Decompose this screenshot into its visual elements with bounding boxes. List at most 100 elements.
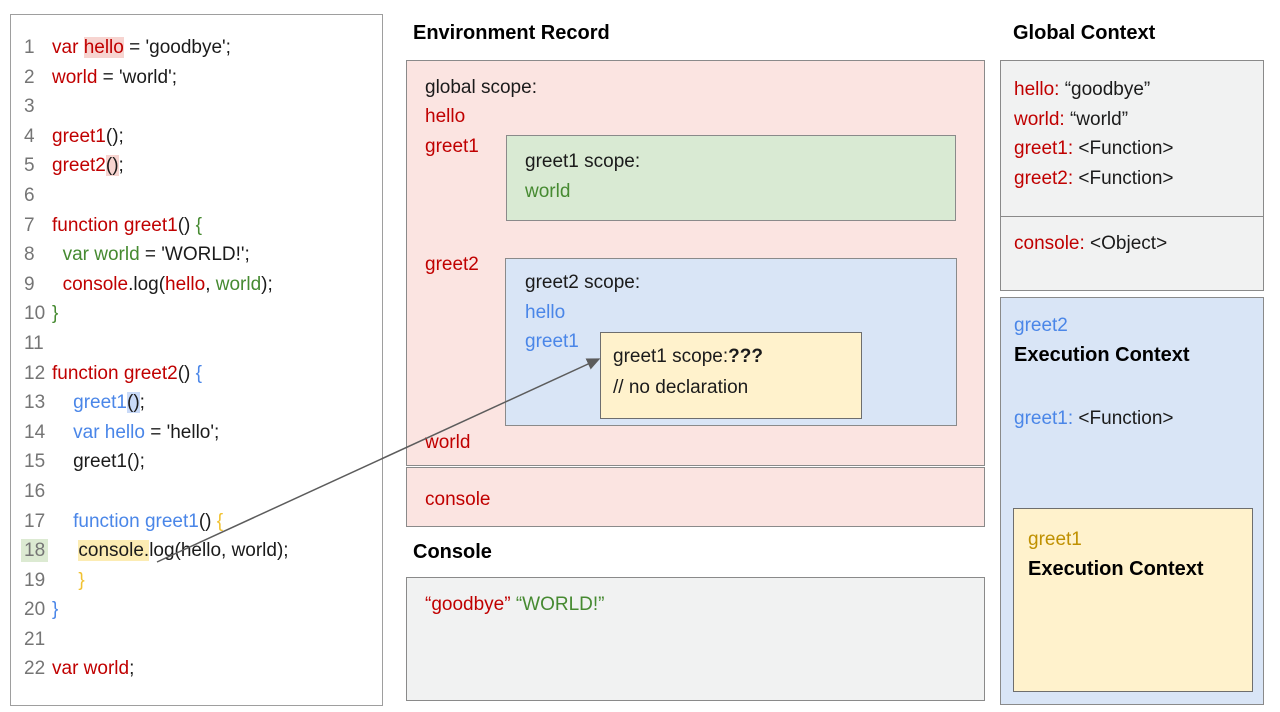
code-token: var hello bbox=[73, 421, 145, 443]
code-token: world bbox=[52, 66, 98, 88]
greet1-execution-context-box: greet1 Execution Context bbox=[1013, 508, 1253, 692]
code-token: { bbox=[195, 214, 202, 236]
code-text: var hello = 'hello'; bbox=[52, 418, 382, 448]
line-number-column: 13 bbox=[11, 388, 52, 418]
global-scope-var-world: world bbox=[425, 432, 471, 453]
line-number-column: 22 bbox=[11, 654, 52, 684]
environment-record-title: Environment Record bbox=[413, 22, 610, 44]
line-number: 19 bbox=[24, 569, 46, 591]
greet2-context-name: greet2 bbox=[1014, 315, 1068, 336]
entry-key: hello: bbox=[1014, 79, 1060, 100]
console-output-world: “WORLD!” bbox=[515, 594, 605, 615]
global-context-box: hello: “goodbye”world: “world”greet1: <F… bbox=[1000, 60, 1264, 291]
line-number-column: 5 bbox=[11, 151, 52, 181]
greet1-scope-label: greet1 scope: bbox=[525, 151, 641, 172]
global-scope-var-console: console bbox=[425, 489, 491, 510]
code-token: ); bbox=[261, 273, 273, 295]
global-context-console: console: <Object> bbox=[1001, 216, 1263, 259]
code-token: = 'world'; bbox=[97, 66, 177, 88]
line-number-column: 18 bbox=[11, 536, 52, 566]
code-token: function greet2 bbox=[52, 362, 178, 384]
code-line: 18 console.log(hello, world); bbox=[11, 536, 382, 566]
line-number-column: 19 bbox=[11, 566, 52, 596]
line-number-column: 6 bbox=[11, 181, 52, 211]
code-text bbox=[52, 625, 382, 655]
global-context-title: Global Context bbox=[1013, 22, 1156, 44]
code-text: console.log(hello, world); bbox=[52, 270, 382, 300]
line-number-column: 17 bbox=[11, 507, 52, 537]
code-text: greet1(); bbox=[52, 122, 382, 152]
code-line: 13 greet1(); bbox=[11, 388, 382, 418]
greet2-scope-var-hello: hello bbox=[525, 302, 566, 323]
line-number-column: 4 bbox=[11, 122, 52, 152]
code-line: 11 bbox=[11, 329, 382, 359]
code-token bbox=[52, 274, 63, 295]
line-number: 3 bbox=[24, 96, 35, 118]
greet2-scope-box: greet2 scope: hello greet1 greet1 scope:… bbox=[505, 258, 957, 426]
code-text bbox=[52, 477, 382, 507]
inner-greet1-scope-box: greet1 scope:??? // no declaration bbox=[600, 332, 862, 419]
global-scope-var-greet2: greet2 bbox=[425, 254, 479, 275]
inner-greet1-scope-question: ??? bbox=[728, 346, 763, 367]
global-scope-var-hello: hello bbox=[425, 106, 466, 127]
line-number-column: 15 bbox=[11, 447, 52, 477]
line-number: 8 bbox=[24, 244, 35, 266]
line-number: 4 bbox=[24, 125, 35, 147]
line-number-column: 1 bbox=[11, 33, 52, 63]
code-line: 15 greet1(); bbox=[11, 447, 382, 477]
entry-value: “world” bbox=[1064, 108, 1129, 130]
code-text: } bbox=[52, 566, 382, 596]
code-line: 21 bbox=[11, 625, 382, 655]
entry-key: console: bbox=[1014, 233, 1085, 254]
code-token: } bbox=[52, 599, 59, 621]
line-number-column: 8 bbox=[11, 240, 52, 270]
code-line: 22 var world; bbox=[11, 654, 382, 684]
code-text: world = 'world'; bbox=[52, 63, 382, 93]
line-number: 18 bbox=[21, 539, 49, 563]
code-line: 17 function greet1() { bbox=[11, 507, 382, 537]
code-text: function greet1() { bbox=[52, 211, 382, 241]
code-text: function greet2() { bbox=[52, 359, 382, 389]
code-text: greet2(); bbox=[52, 151, 382, 181]
code-token: hello bbox=[165, 273, 206, 295]
code-token bbox=[52, 244, 63, 265]
code-line: 10} bbox=[11, 299, 382, 329]
global-context-variables: hello: “goodbye”world: “world”greet1: <F… bbox=[1001, 61, 1263, 216]
global-scope-label: global scope: bbox=[425, 77, 537, 98]
code-line: 8 var world = 'WORLD!'; bbox=[11, 240, 382, 270]
line-number: 22 bbox=[24, 658, 46, 680]
line-number-column: 9 bbox=[11, 270, 52, 300]
line-number: 10 bbox=[24, 303, 46, 325]
code-text bbox=[52, 92, 382, 122]
code-token: = 'WORLD!'; bbox=[139, 244, 250, 266]
code-token bbox=[52, 540, 78, 561]
code-text: greet1(); bbox=[52, 447, 382, 477]
greet1-context-name: greet1 bbox=[1028, 529, 1082, 550]
line-number: 1 bbox=[24, 37, 35, 58]
code-text: } bbox=[52, 299, 382, 329]
greet2-context-label: Execution Context bbox=[1014, 344, 1190, 366]
entry-value: <Object> bbox=[1084, 233, 1168, 254]
line-number: 13 bbox=[24, 392, 46, 414]
line-number: 17 bbox=[24, 510, 46, 532]
inner-greet1-scope-comment: // no declaration bbox=[613, 377, 749, 398]
code-token: () bbox=[127, 392, 140, 414]
code-token: ; bbox=[129, 658, 135, 680]
code-token: { bbox=[195, 362, 202, 384]
code-line: 3 bbox=[11, 92, 382, 122]
code-token: greet1 bbox=[73, 392, 127, 414]
code-text: } bbox=[52, 595, 382, 625]
context-entry: world: “world” bbox=[1014, 105, 1263, 135]
code-token bbox=[52, 422, 73, 443]
code-line: 14 var hello = 'hello'; bbox=[11, 418, 382, 448]
console-output-goodbye: “goodbye” bbox=[425, 594, 511, 615]
line-number-column: 21 bbox=[11, 625, 52, 655]
code-line: 1 var hello = 'goodbye'; bbox=[11, 33, 382, 63]
code-token: log(hello, world); bbox=[149, 540, 289, 562]
code-token: var world bbox=[52, 658, 130, 680]
code-text: var hello = 'goodbye'; bbox=[52, 33, 382, 63]
global-scope-var-greet1: greet1 bbox=[425, 136, 479, 157]
